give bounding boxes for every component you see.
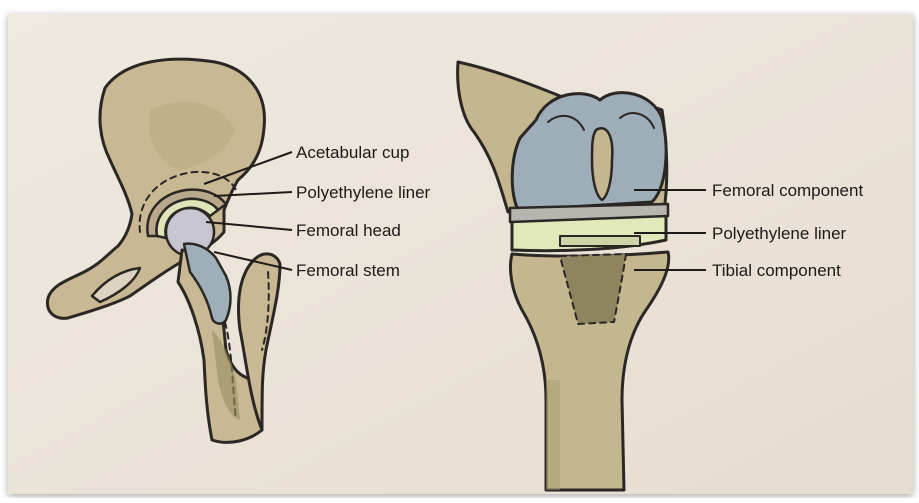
- label-hip-polyethylene-liner: Polyethylene liner: [296, 183, 431, 202]
- intercondylar-notch: [592, 128, 612, 200]
- label-acetabular-cup: Acetabular cup: [296, 143, 409, 162]
- label-knee-polyethylene-liner: Polyethylene liner: [712, 224, 847, 243]
- label-femoral-stem: Femoral stem: [296, 261, 400, 280]
- label-femoral-head: Femoral head: [296, 221, 401, 240]
- label-tibial-component: Tibial component: [712, 261, 841, 280]
- liner-insert: [560, 236, 640, 246]
- tibia-shading: [546, 380, 560, 490]
- label-femoral-component: Femoral component: [712, 181, 863, 200]
